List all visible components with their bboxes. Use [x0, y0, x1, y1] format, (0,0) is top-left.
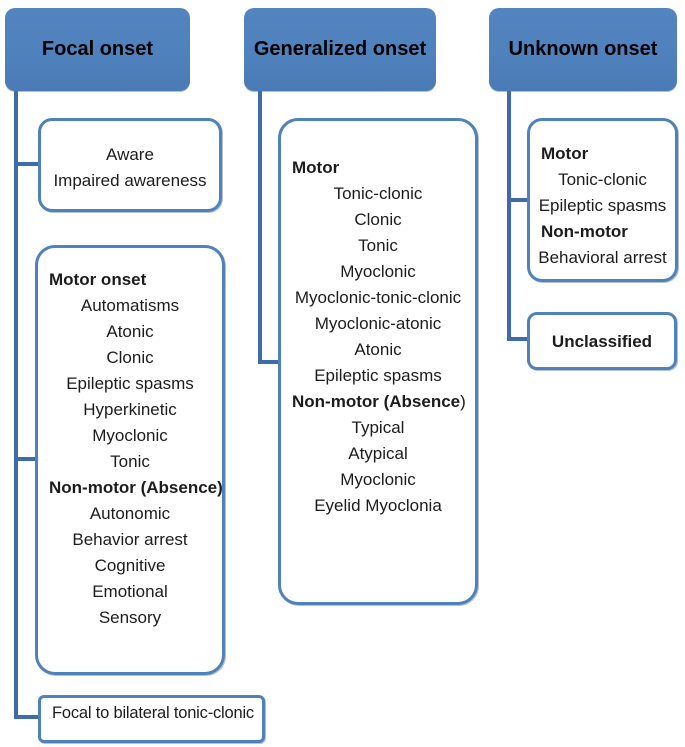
- list-item-suffix: ): [460, 392, 466, 411]
- list-item: Atonic: [106, 322, 154, 341]
- list-item: Atypical: [348, 444, 408, 463]
- list-item: Myoclonic: [340, 470, 416, 489]
- unknown-onset-header-label: Unknown onset: [508, 38, 658, 60]
- list-item: Typical: [351, 418, 405, 437]
- focal-bilateral-stub-line: [14, 715, 40, 719]
- list-item: Epileptic spasms: [314, 366, 442, 385]
- list-item: Tonic: [110, 452, 150, 471]
- unknown-types-stub-line: [507, 198, 529, 202]
- list-item: Unclassified: [551, 332, 653, 351]
- list-item: Clonic: [354, 210, 402, 229]
- list-item: Epileptic spasms: [538, 196, 667, 215]
- generalized-onset-header-label: Generalized onset: [253, 38, 427, 60]
- list-item: Atonic: [354, 340, 402, 359]
- list-item: Behavioral arrest: [538, 248, 667, 267]
- focal-onset-header-label: Focal onset: [41, 38, 154, 60]
- list-item: Tonic: [358, 236, 398, 255]
- list-item: Sensory: [98, 608, 162, 627]
- focal-to-bilateral-box: Focal to bilateral tonic-clonic: [38, 695, 265, 743]
- list-item: Tonic-clonic: [558, 170, 647, 189]
- generalized-onset-header: Generalized onset: [244, 8, 436, 91]
- list-item: Motor onset: [49, 270, 147, 289]
- list-item: Cognitive: [94, 556, 166, 575]
- list-item: Autonomic: [89, 504, 171, 523]
- list-item: Epileptic spasms: [66, 374, 194, 393]
- focal-onset-header: Focal onset: [5, 8, 190, 91]
- list-item: Myoclonic-tonic-clonic: [294, 288, 462, 307]
- list-item: Non-motor (Absence): [292, 392, 466, 411]
- list-item: Myoclonic-atonic: [314, 314, 442, 333]
- generalized-trunk-connector-line: [258, 91, 262, 364]
- list-item: Hyperkinetic: [83, 400, 177, 419]
- focal-awareness-stub-line: [14, 162, 41, 166]
- list-item: Automatisms: [80, 296, 180, 315]
- list-item: Myoclonic: [92, 426, 168, 445]
- list-item: Aware: [106, 145, 154, 164]
- list-item: Focal to bilateral tonic-clonic: [52, 704, 254, 722]
- generalized-stub-line: [258, 360, 288, 364]
- focal-trunk-connector-line: [14, 91, 18, 719]
- list-item: Non-motor: [541, 222, 628, 241]
- list-item: Behavior arrest: [72, 530, 188, 549]
- list-item: Eyelid Myoclonia: [314, 496, 442, 515]
- list-item: Myoclonic: [340, 262, 416, 281]
- list-item: Impaired awareness: [53, 171, 207, 190]
- unknown-trunk-connector-line: [507, 91, 511, 341]
- list-item: Tonic-clonic: [333, 184, 423, 203]
- list-item: Motor: [292, 158, 340, 177]
- focal-types-stub-line: [14, 457, 38, 461]
- list-item: Motor: [541, 144, 589, 163]
- list-item: Emotional: [92, 582, 168, 601]
- list-item: Clonic: [106, 348, 154, 367]
- unclassified-stub-line: [507, 337, 529, 341]
- unclassified-box: Unclassified: [527, 312, 677, 370]
- list-item: Non-motor (Absence): [49, 478, 223, 497]
- unknown-onset-header: Unknown onset: [489, 8, 677, 91]
